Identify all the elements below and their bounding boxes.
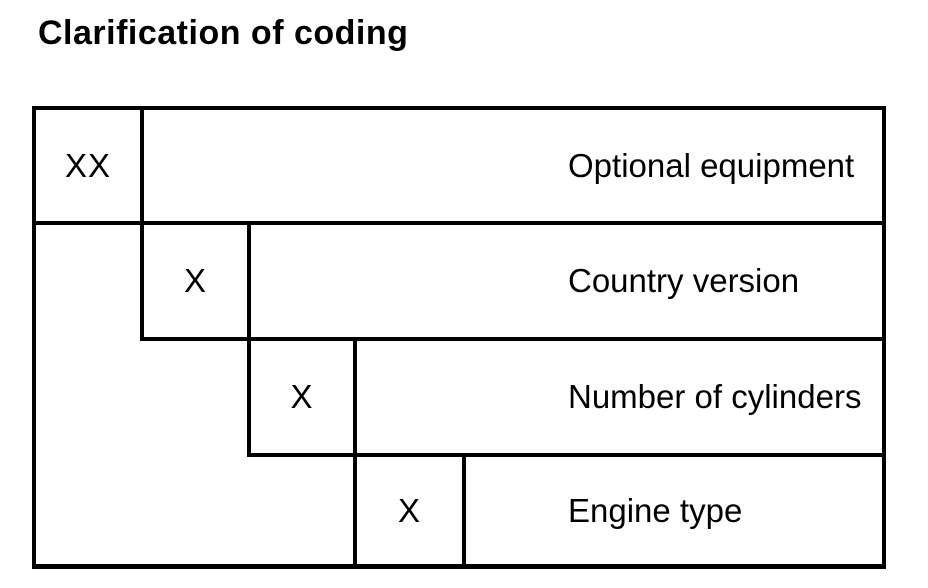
grid-line-step4 — [462, 453, 466, 569]
grid-line-step3 — [353, 337, 357, 569]
page-title: Clarification of coding — [38, 14, 409, 52]
code-cell-number-of-cylinders: X — [290, 378, 314, 415]
row-label-number-of-cylinders: Number of cylinders — [568, 378, 862, 415]
row-label-optional-equipment: Optional equipment — [568, 146, 855, 184]
grid-line-bottom-border — [32, 564, 886, 569]
grid-line-left-border — [32, 106, 36, 569]
grid-line-row3-divider — [247, 453, 886, 457]
grid-line-row2-divider — [140, 337, 886, 341]
grid-line-top-border — [32, 106, 886, 110]
row-label-country-version: Country version — [568, 262, 800, 299]
grid-line-row1-divider — [32, 221, 886, 225]
grid-line-step2 — [247, 221, 251, 457]
code-cell-optional-equipment: XX — [64, 146, 112, 184]
row-label-engine-type: Engine type — [568, 491, 743, 529]
grid-line-right-border — [882, 106, 886, 569]
code-cell-country-version: X — [183, 262, 207, 299]
code-cell-engine-type: X — [397, 491, 421, 529]
grid-line-step1 — [140, 106, 144, 341]
